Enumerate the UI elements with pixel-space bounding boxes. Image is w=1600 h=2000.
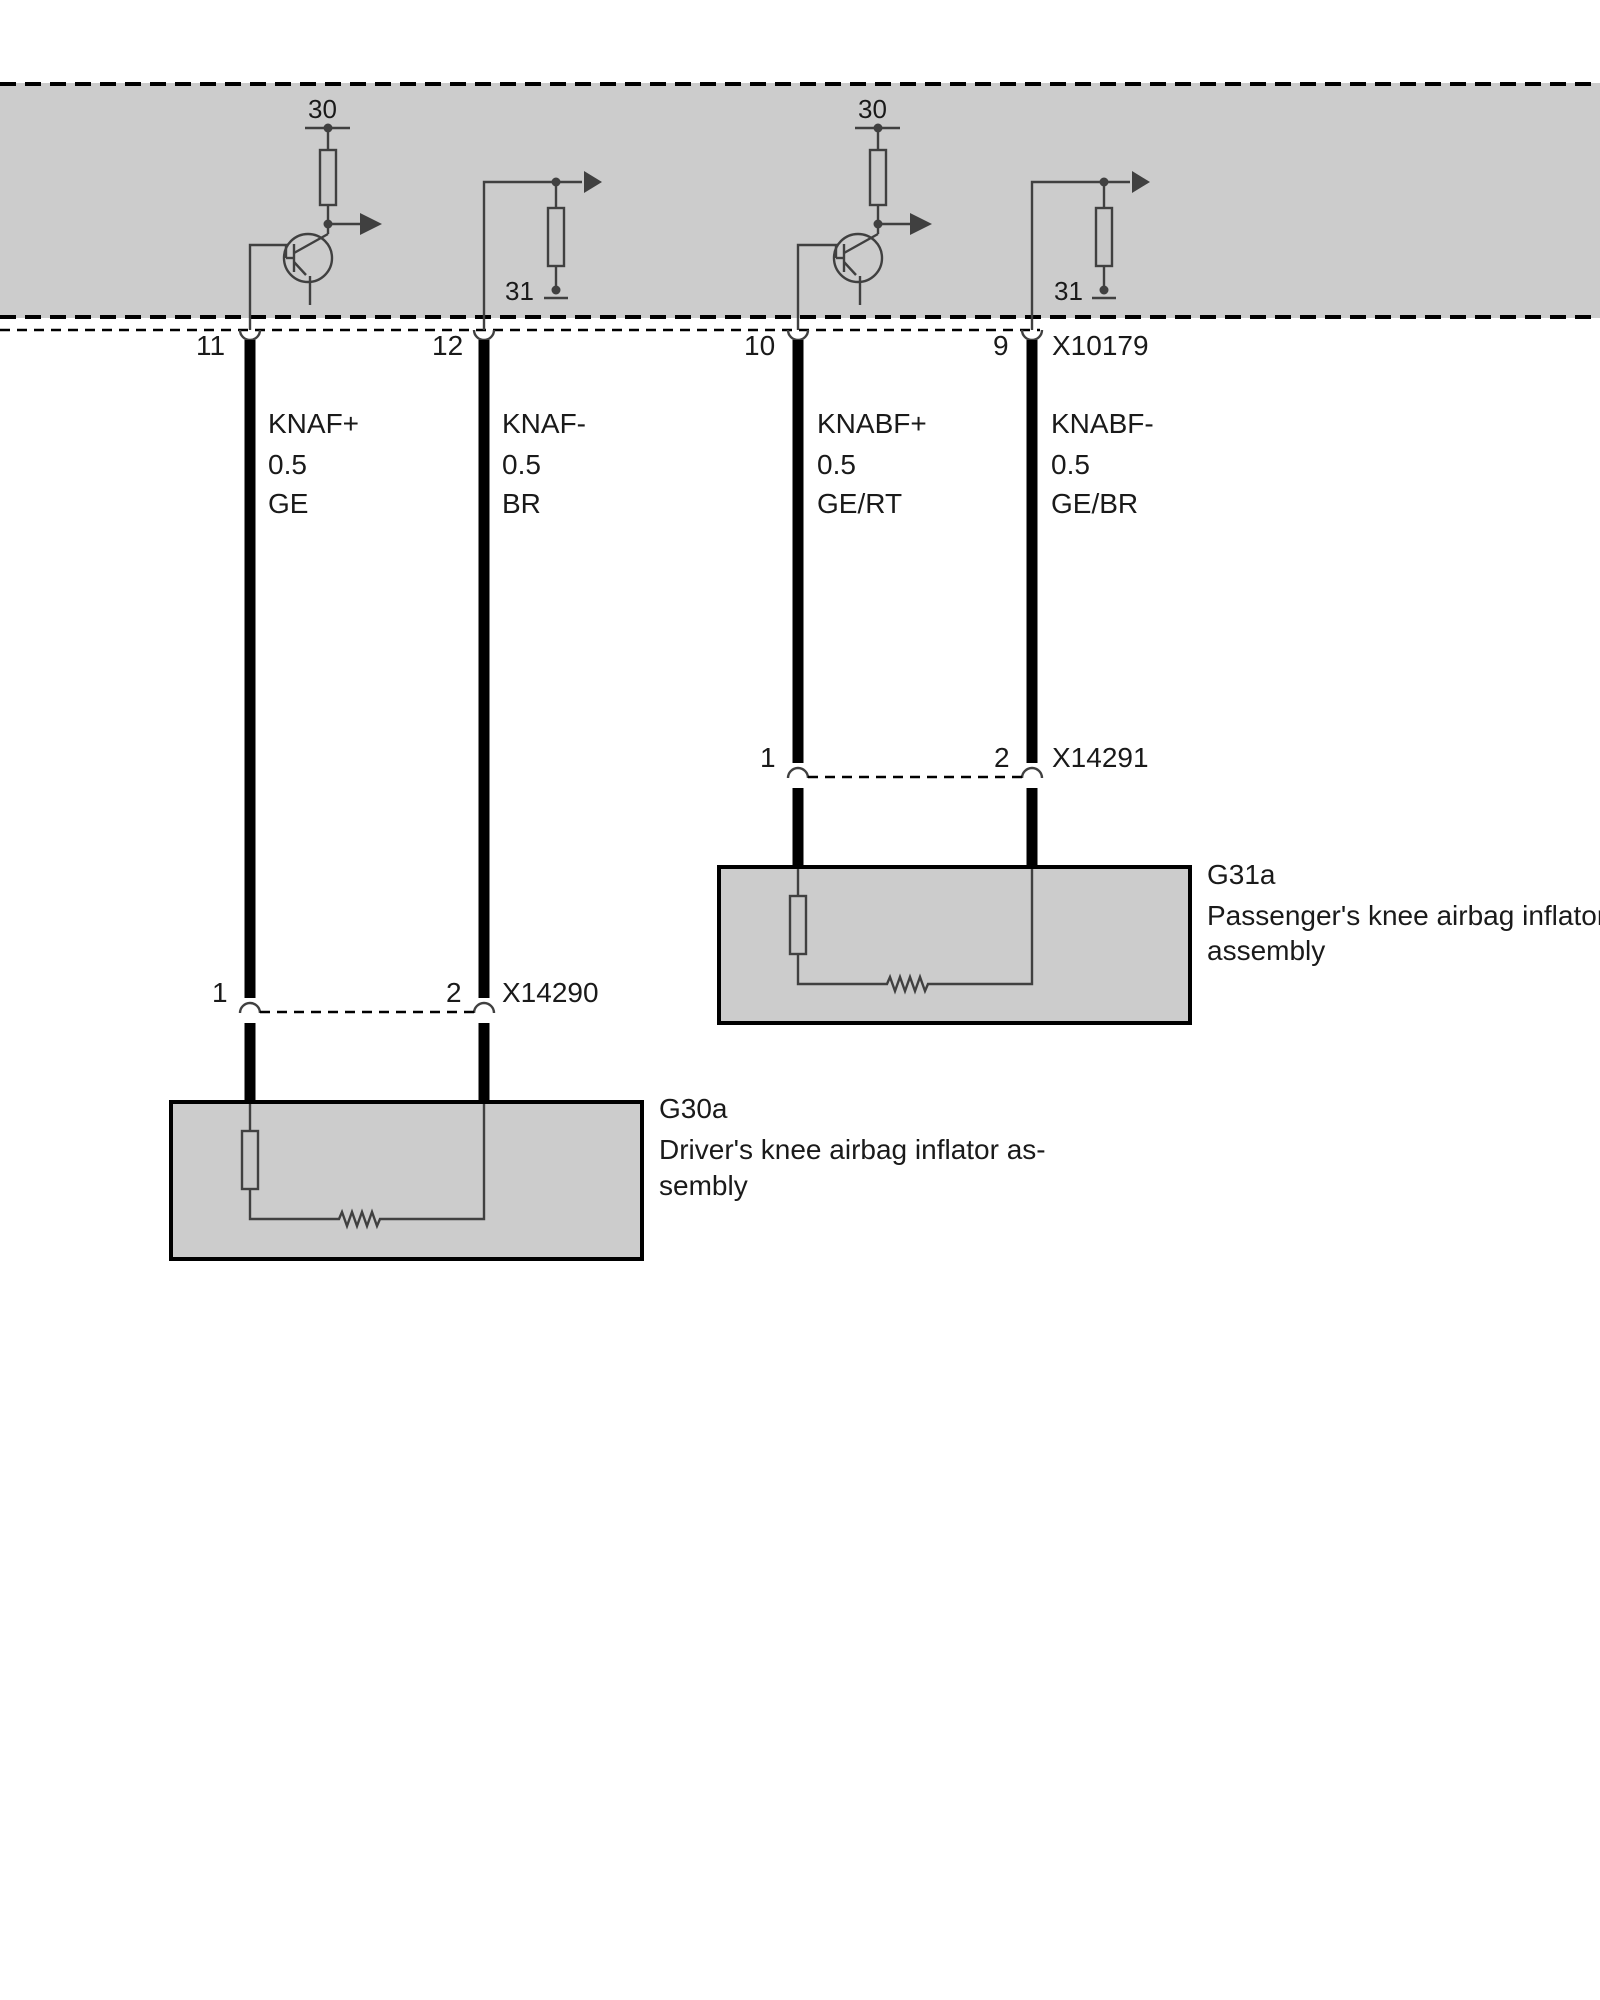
component-desc-line1: Passenger's knee airbag inflator <box>1207 900 1600 931</box>
connector-x14290: 1 2 X14290 <box>212 977 599 1103</box>
component-desc-line2: assembly <box>1207 935 1325 966</box>
supply-label-30: 30 <box>858 94 887 124</box>
wire-name: KNABF- <box>1051 408 1154 439</box>
control-unit: 30 <box>0 82 1600 361</box>
wire-label-knaf-minus: KNAF- 0.5 BR <box>502 408 586 519</box>
component-desc-line1: Driver's knee airbag inflator as- <box>659 1134 1046 1165</box>
wire-size: 0.5 <box>1051 449 1090 480</box>
pin-terminal <box>472 1001 496 1014</box>
component-desc-line2: sembly <box>659 1170 748 1201</box>
wire-size: 0.5 <box>817 449 856 480</box>
transistor-icon <box>282 224 334 305</box>
wire-color: BR <box>502 488 541 519</box>
ground-network-passenger-minus: 31 <box>1030 171 1150 330</box>
wire-harness: KNAF+ 0.5 GE KNAF- 0.5 BR KNABF+ 0.5 GE/… <box>244 340 1154 998</box>
connector-label-x14291: X14291 <box>1052 742 1149 773</box>
pin-number-12: 12 <box>432 330 463 361</box>
resistor-icon <box>318 148 338 207</box>
connector-label-x14290: X14290 <box>502 977 599 1008</box>
wire-size: 0.5 <box>502 449 541 480</box>
pin-number-1: 1 <box>760 742 776 773</box>
pin-terminal <box>786 766 810 779</box>
squib-heater-icon <box>788 869 1034 995</box>
pin-terminal <box>786 329 810 342</box>
pin-number-10: 10 <box>744 330 775 361</box>
pin-number-2: 2 <box>446 977 462 1008</box>
pin-terminal <box>1020 766 1044 779</box>
ground-label-31: 31 <box>505 276 534 306</box>
pin-terminal <box>1020 329 1044 342</box>
arrow-icon <box>1132 171 1150 193</box>
connector-x14291: 1 2 X14291 <box>760 742 1149 868</box>
wire-name: KNAF+ <box>268 408 359 439</box>
wire-color: GE/BR <box>1051 488 1138 519</box>
wire-color: GE/RT <box>817 488 902 519</box>
arrow-icon <box>584 171 602 193</box>
component-g30a: G30a Driver's knee airbag inflator as- s… <box>169 1093 1046 1261</box>
output-stage-driver-plus: 30 <box>248 94 382 330</box>
pin-number-11: 11 <box>196 330 225 361</box>
connector-label-x10179: X10179 <box>1052 330 1149 361</box>
wire-label-knabf-minus: KNABF- 0.5 GE/BR <box>1051 408 1154 519</box>
pin-terminal <box>238 329 262 342</box>
wire-size: 0.5 <box>268 449 307 480</box>
wire-label-knaf-plus: KNAF+ 0.5 GE <box>268 408 359 519</box>
control-unit-body <box>0 83 1600 318</box>
resistor-icon <box>1094 206 1114 268</box>
wire-label-knabf-plus: KNABF+ 0.5 GE/RT <box>817 408 927 519</box>
pin-number-9: 9 <box>993 330 1009 361</box>
pin-terminal <box>238 1001 262 1014</box>
pin-number-2: 2 <box>994 742 1010 773</box>
wire-name: KNAF- <box>502 408 586 439</box>
resistor-icon <box>868 148 888 207</box>
ground-icon <box>1099 285 1109 295</box>
arrow-icon <box>360 213 382 235</box>
wire-name: KNABF+ <box>817 408 927 439</box>
component-id-g30a: G30a <box>659 1093 728 1124</box>
pin-terminal <box>472 329 496 342</box>
squib-heater-icon <box>240 1104 486 1230</box>
component-g31a: G31a Passenger's knee airbag inflator as… <box>717 859 1600 1025</box>
wire-color: GE <box>268 488 308 519</box>
resistor-icon <box>546 206 566 268</box>
supply-label-30: 30 <box>308 94 337 124</box>
ground-label-31: 31 <box>1054 276 1083 306</box>
transistor-icon <box>832 224 884 305</box>
ground-icon <box>551 285 561 295</box>
ground-network-driver-minus: 31 <box>482 171 602 330</box>
arrow-icon <box>910 213 932 235</box>
component-id-g31a: G31a <box>1207 859 1276 890</box>
pin-number-1: 1 <box>212 977 228 1008</box>
output-stage-passenger-plus: 30 <box>796 94 932 330</box>
